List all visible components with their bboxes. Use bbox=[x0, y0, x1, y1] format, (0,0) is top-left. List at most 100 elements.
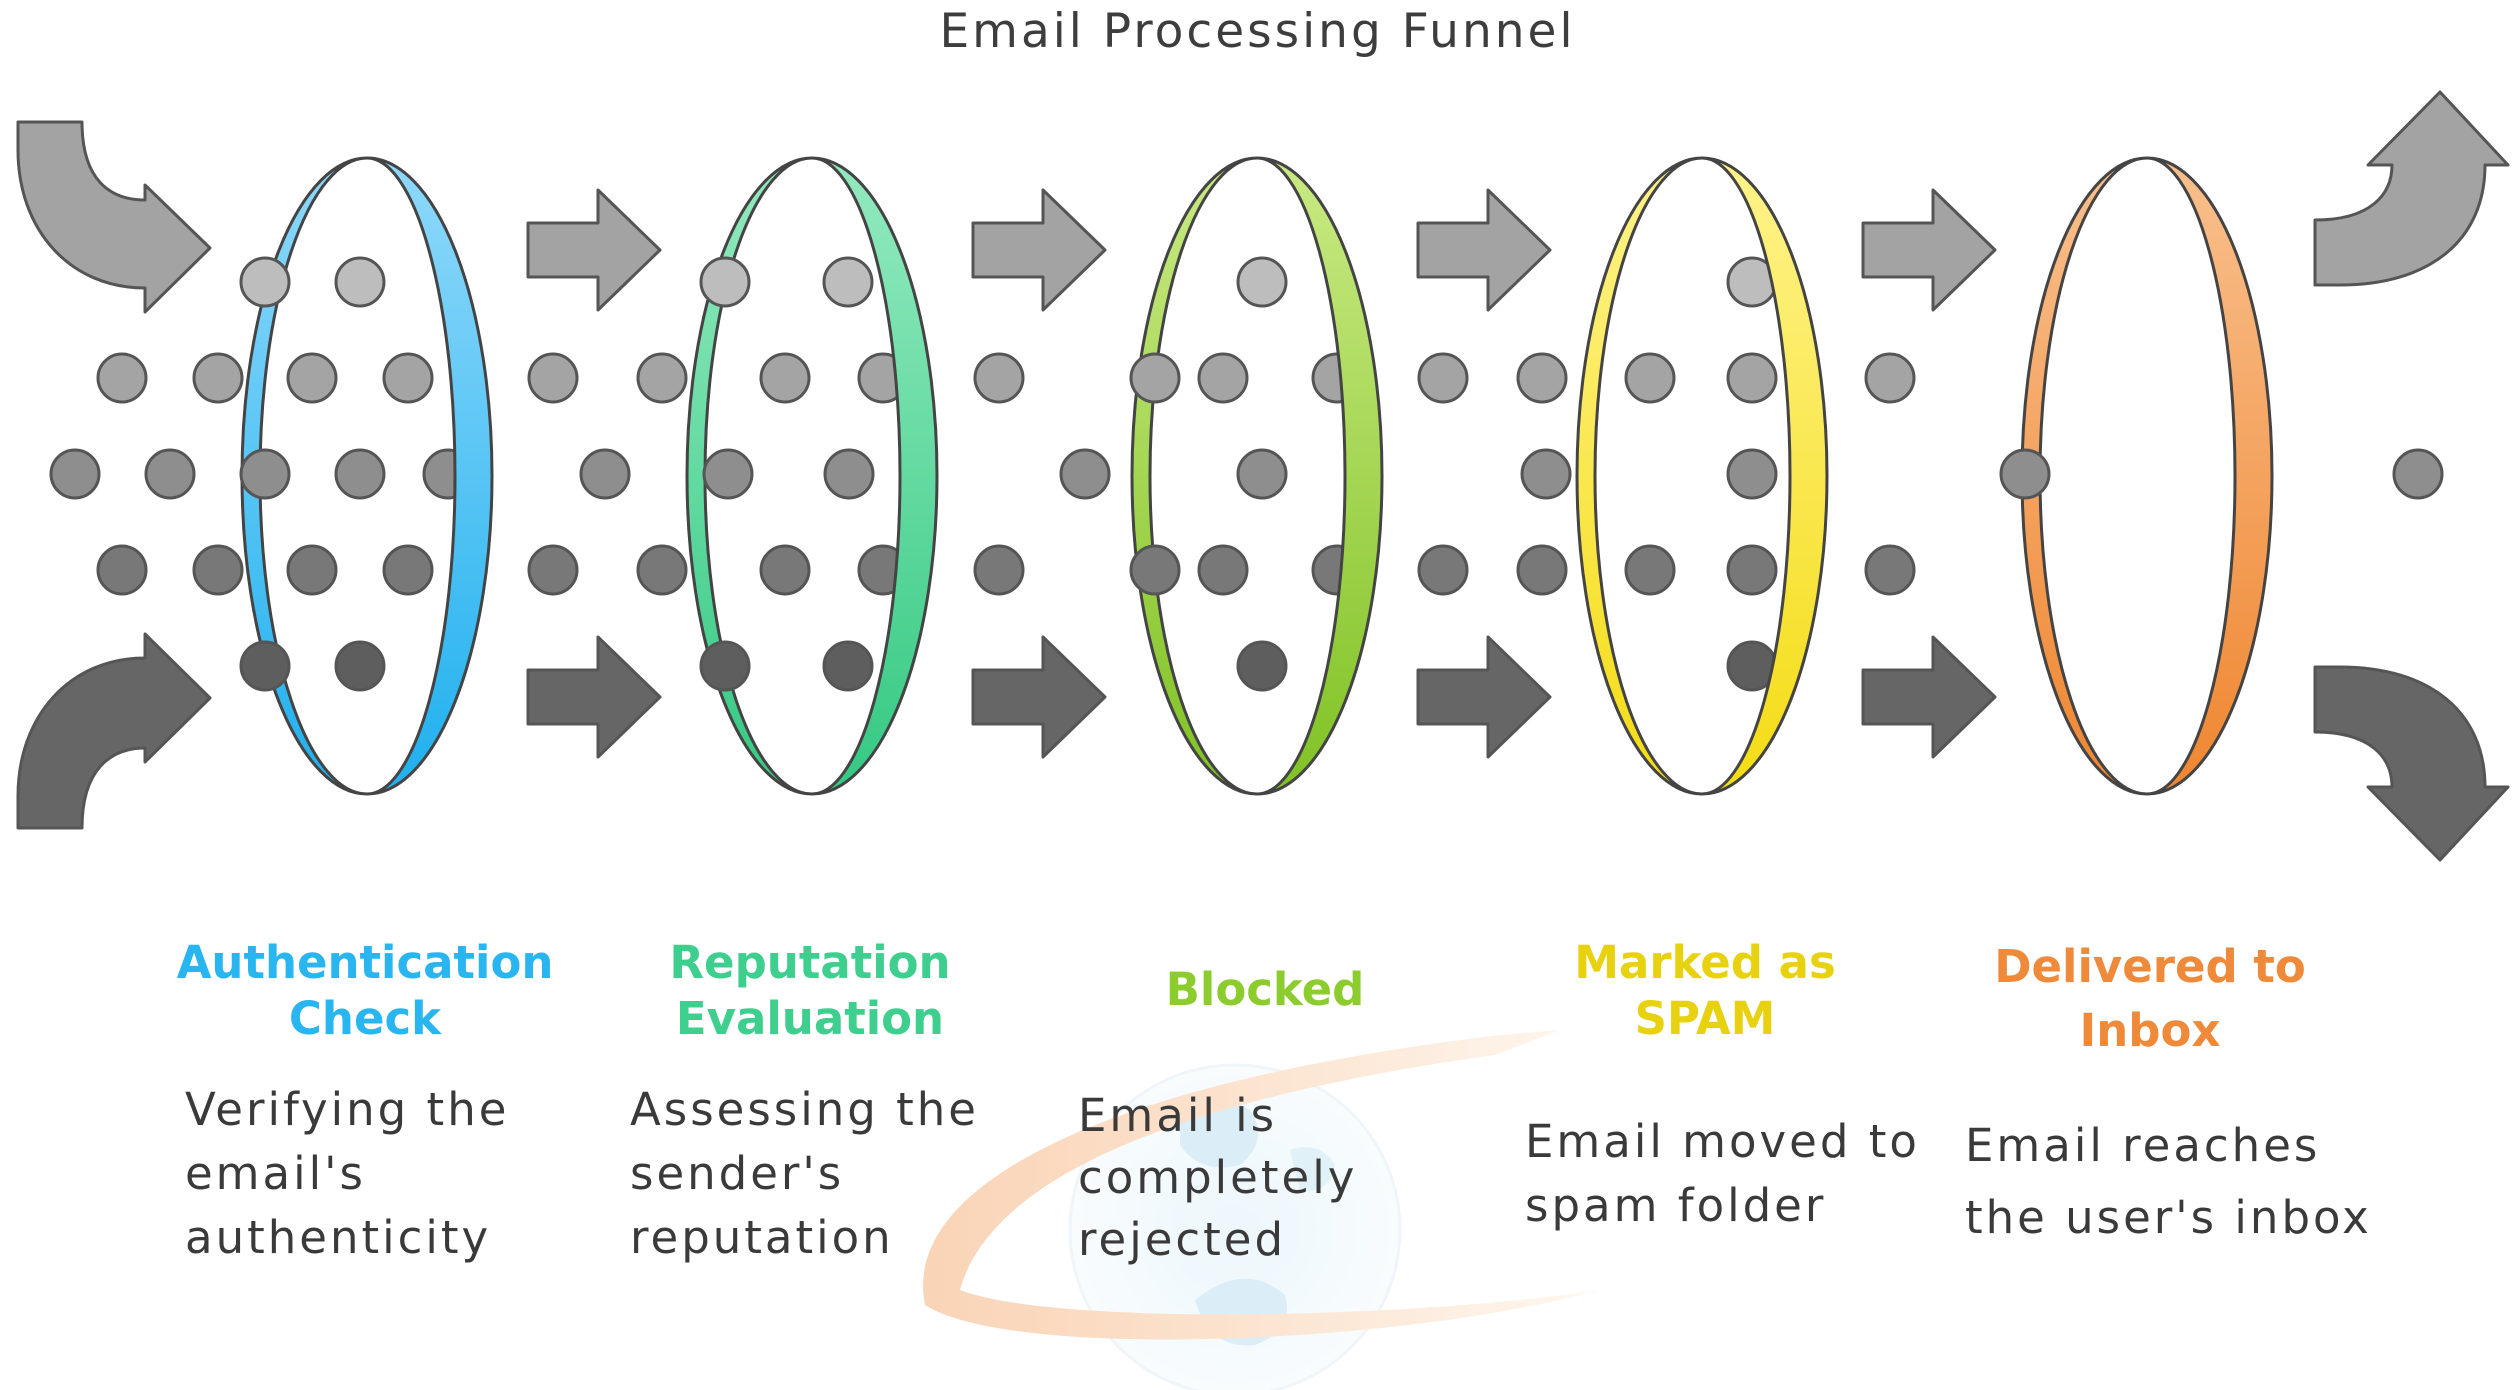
flow-arrow-icon bbox=[526, 188, 662, 312]
email-dot bbox=[382, 352, 434, 404]
stage-title-line: Blocked bbox=[1165, 963, 1365, 1016]
email-dot bbox=[334, 256, 386, 308]
email-dot bbox=[239, 256, 291, 308]
email-dot bbox=[1624, 544, 1676, 596]
email-dot bbox=[382, 544, 434, 596]
email-dot bbox=[286, 352, 338, 404]
stage-description-blocked: Email is completely rejected bbox=[1078, 1089, 1358, 1266]
email-dot bbox=[1726, 352, 1778, 404]
email-dot bbox=[1197, 352, 1249, 404]
stage-title-line: Check bbox=[288, 992, 442, 1045]
stage-title-line: Delivered to bbox=[1994, 940, 2306, 993]
email-dot bbox=[334, 448, 386, 500]
globe-watermark bbox=[923, 1030, 1600, 1390]
page-title: Email Processing Funnel bbox=[939, 4, 1576, 59]
rings-back bbox=[240, 156, 2148, 796]
email-dot bbox=[527, 352, 579, 404]
rings-front bbox=[366, 156, 2274, 796]
email-dot bbox=[823, 448, 875, 500]
email-dot bbox=[1516, 544, 1568, 596]
flow-arrow-icon bbox=[526, 635, 662, 759]
email-dot bbox=[1726, 544, 1778, 596]
orange-swoosh bbox=[923, 1030, 1600, 1340]
email-dot bbox=[759, 352, 811, 404]
stage-title-line: Reputation bbox=[669, 936, 951, 989]
email-dot bbox=[1520, 448, 1572, 500]
email-dot bbox=[636, 352, 688, 404]
email-dot bbox=[1417, 352, 1469, 404]
email-dot bbox=[192, 544, 244, 596]
email-dot bbox=[239, 448, 291, 500]
flow-arrow-icon bbox=[1861, 188, 1997, 312]
email-dot bbox=[49, 448, 101, 500]
email-dot bbox=[822, 640, 874, 692]
flow-arrow-icon bbox=[971, 188, 1107, 312]
email-dot bbox=[1129, 352, 1181, 404]
email-dot bbox=[1999, 448, 2051, 500]
email-dot bbox=[702, 448, 754, 500]
outgoing-curved-arrow-icon bbox=[2313, 90, 2510, 287]
email-dot bbox=[973, 352, 1025, 404]
ring-spam-front-band bbox=[1701, 156, 1829, 796]
ring-inbox-front-band bbox=[2146, 156, 2274, 796]
email-dot bbox=[1059, 448, 1111, 500]
email-dot bbox=[1197, 544, 1249, 596]
email-dot bbox=[579, 448, 631, 500]
ring-spam-back-band bbox=[1575, 156, 1703, 796]
email-dot bbox=[1864, 544, 1916, 596]
email-dot bbox=[192, 352, 244, 404]
email-dot bbox=[759, 544, 811, 596]
email-dot bbox=[1726, 448, 1778, 500]
email-dots bbox=[49, 256, 2444, 692]
stage-title-line: Marked as bbox=[1574, 936, 1836, 989]
email-dot bbox=[822, 256, 874, 308]
flow-arrow-icon bbox=[1861, 635, 1997, 759]
email-dot bbox=[1236, 448, 1288, 500]
email-dot bbox=[96, 544, 148, 596]
stage-description-authentication: Verifying the email's authenticity bbox=[185, 1083, 510, 1264]
stage-title-line: Authentication bbox=[176, 936, 554, 989]
stage-title-line: Inbox bbox=[2079, 1004, 2221, 1057]
email-dot bbox=[239, 640, 291, 692]
incoming-curved-arrow-icon bbox=[16, 632, 212, 830]
stage-title-spam: Marked as SPAM bbox=[1495, 935, 1915, 1047]
email-dot bbox=[636, 544, 688, 596]
email-dot bbox=[2392, 448, 2444, 500]
outgoing-curved-arrow-icon bbox=[2313, 665, 2510, 862]
ring-reputation-front-band bbox=[811, 156, 939, 796]
ring-blocked-front-band bbox=[1256, 156, 1384, 796]
incoming-curved-arrow-icon bbox=[16, 120, 212, 314]
stage-description-reputation: Assessing the sender's reputation bbox=[630, 1083, 979, 1264]
ring-authentication-front-band bbox=[366, 156, 494, 796]
email-dot bbox=[699, 256, 751, 308]
email-dot bbox=[973, 544, 1025, 596]
stage-title-reputation: Reputation Evaluation bbox=[600, 935, 1020, 1047]
email-dot bbox=[1516, 352, 1568, 404]
email-dot bbox=[1417, 544, 1469, 596]
flow-arrow-icon bbox=[1416, 635, 1552, 759]
globe-land bbox=[1290, 1147, 1335, 1191]
stage-title-inbox: Delivered to Inbox bbox=[1940, 935, 2360, 1063]
globe-circle bbox=[1068, 1063, 1402, 1390]
email-dot bbox=[1864, 352, 1916, 404]
email-dot bbox=[1236, 256, 1288, 308]
stage-description-inbox: Email reaches the user's inbox bbox=[1965, 1119, 2372, 1244]
stage-title-blocked: Blocked bbox=[1055, 962, 1475, 1018]
email-dot bbox=[527, 544, 579, 596]
email-dot bbox=[699, 640, 751, 692]
email-dot bbox=[1129, 544, 1181, 596]
email-dot bbox=[1236, 640, 1288, 692]
stage-title-line: SPAM bbox=[1634, 992, 1776, 1045]
stage-title-line: Evaluation bbox=[675, 992, 945, 1045]
email-dot bbox=[286, 544, 338, 596]
flow-arrow-icon bbox=[971, 635, 1107, 759]
email-dot bbox=[1624, 352, 1676, 404]
email-dot bbox=[96, 352, 148, 404]
email-dot bbox=[144, 448, 196, 500]
stage-title-authentication: Authentication Check bbox=[155, 935, 575, 1047]
email-dot bbox=[334, 640, 386, 692]
stage-description-spam: Email moved to spam folder bbox=[1525, 1115, 1920, 1232]
flow-arrow-icon bbox=[1416, 188, 1552, 312]
